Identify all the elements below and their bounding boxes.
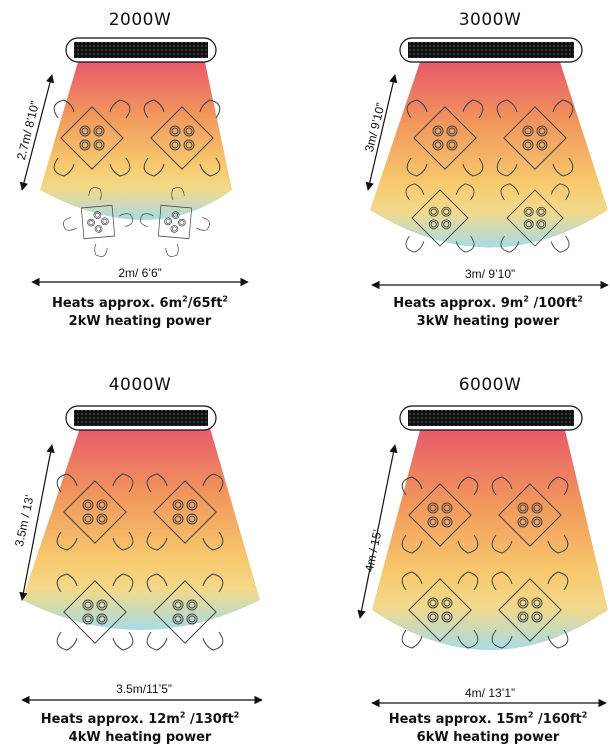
heating-power: 4kW heating power: [68, 730, 212, 745]
heater-grill: [408, 42, 574, 58]
panel-title: 2000W: [108, 10, 172, 30]
width-label: 4m/ 13’1”: [464, 686, 516, 700]
heater-grill: [74, 42, 208, 58]
heating-area: Heats approx. 9m2 /100ft2: [393, 294, 583, 311]
length-arrow: [19, 444, 55, 601]
heating-power: 6kW heating power: [416, 730, 560, 745]
panel-3000w: [365, 37, 609, 290]
length-arrow: [357, 444, 398, 619]
length-arrow: [19, 74, 55, 191]
heating-area: Heats approx. 15m2 /160ft2: [388, 710, 588, 727]
panel-6000w: [357, 405, 608, 708]
width-label: 3.5m/11’5”: [116, 682, 172, 696]
panel-2000w: [19, 37, 249, 287]
width-label: 3m/ 9’10”: [464, 267, 516, 281]
heating-area: Heats approx. 6m2/65ft2: [52, 294, 228, 311]
panel-title: 3000W: [458, 10, 522, 30]
heater-grill: [74, 410, 208, 426]
heater-grill: [408, 410, 574, 426]
width-label: 2m/ 6’6”: [118, 266, 162, 280]
heating-power: 3kW heating power: [416, 314, 560, 329]
heat-zone: [370, 62, 608, 248]
heating-power: 2kW heating power: [68, 314, 212, 329]
panel-title: 6000W: [458, 375, 522, 395]
heat-zone: [372, 430, 608, 650]
heat-zone: [40, 62, 232, 220]
heat-zone: [22, 428, 260, 630]
length-arrow: [365, 74, 398, 191]
panel-title: 4000W: [108, 375, 172, 395]
heating-area: Heats approx. 12m2 /130ft2: [40, 710, 240, 727]
panel-4000w: [19, 405, 263, 705]
